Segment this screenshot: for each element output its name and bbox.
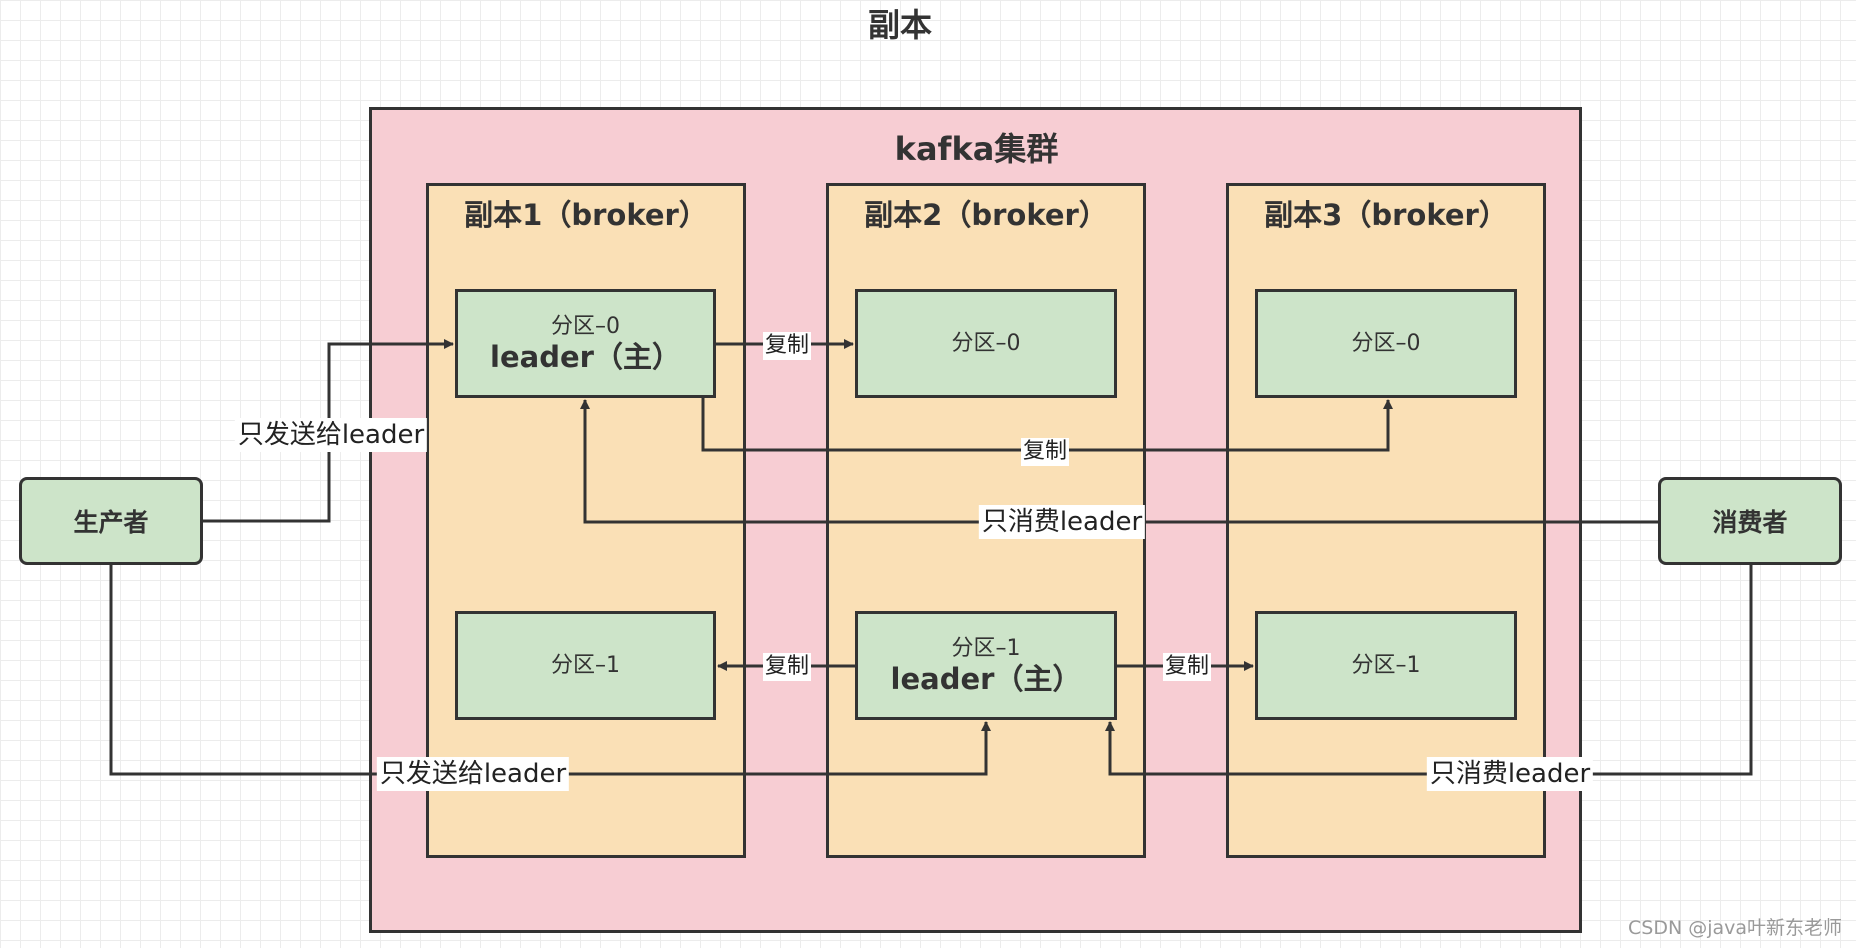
edge-label-consumer-from-partition-0: 只消费leader xyxy=(978,505,1146,539)
consumer-node: 消费者 xyxy=(1658,477,1842,565)
broker-1-partition-0: 分区–0 leader（主） xyxy=(455,289,716,398)
edge-label-replicate-b2p1-to-b3p1: 复制 xyxy=(1162,653,1212,681)
partition-name: 分区–1 xyxy=(551,652,620,678)
edge-label-consumer-from-partition-1: 只消费leader xyxy=(1426,757,1594,791)
broker-3-partition-1: 分区–1 xyxy=(1255,611,1517,720)
edge-label-producer-to-partition-0: 只发送给leader xyxy=(234,418,428,452)
partition-name: 分区–1 xyxy=(1351,652,1421,678)
broker-3-partition-0: 分区–0 xyxy=(1255,289,1517,398)
leader-label: leader（主） xyxy=(490,339,681,374)
kafka-cluster-label: kafka集群 xyxy=(894,130,1059,168)
edge-producer-to-partition-1 xyxy=(109,565,991,776)
broker-3-label: 副本3（broker） xyxy=(1264,198,1508,232)
edge-consumer-from-partition-0 xyxy=(580,399,1658,524)
broker-1-label: 副本1（broker） xyxy=(464,198,708,232)
edge-label-replicate-b1p0-to-b3p0: 复制 xyxy=(1020,438,1070,466)
producer-node: 生产者 xyxy=(19,477,203,565)
partition-name: 分区–0 xyxy=(1351,330,1421,356)
diagram-title: 副本 xyxy=(867,6,932,44)
broker-2-label: 副本2（broker） xyxy=(864,198,1108,232)
edge-label-replicate-b2p1-to-b1p1: 复制 xyxy=(762,653,812,681)
partition-name: 分区–1 xyxy=(951,636,1021,662)
broker-2-partition-1: 分区–1 leader（主） xyxy=(855,611,1117,720)
partition-name: 分区–0 xyxy=(951,330,1021,356)
watermark: CSDN @java叶新东老师 xyxy=(1628,917,1843,939)
leader-label: leader（主） xyxy=(890,661,1082,696)
edge-label-producer-to-partition-1: 只发送给leader xyxy=(376,757,570,791)
broker-2-partition-0: 分区–0 xyxy=(855,289,1117,398)
edge-label-replicate-b1p0-to-b2p0: 复制 xyxy=(762,332,812,360)
partition-name: 分区–0 xyxy=(551,314,620,340)
broker-1-partition-1: 分区–1 xyxy=(455,611,716,720)
